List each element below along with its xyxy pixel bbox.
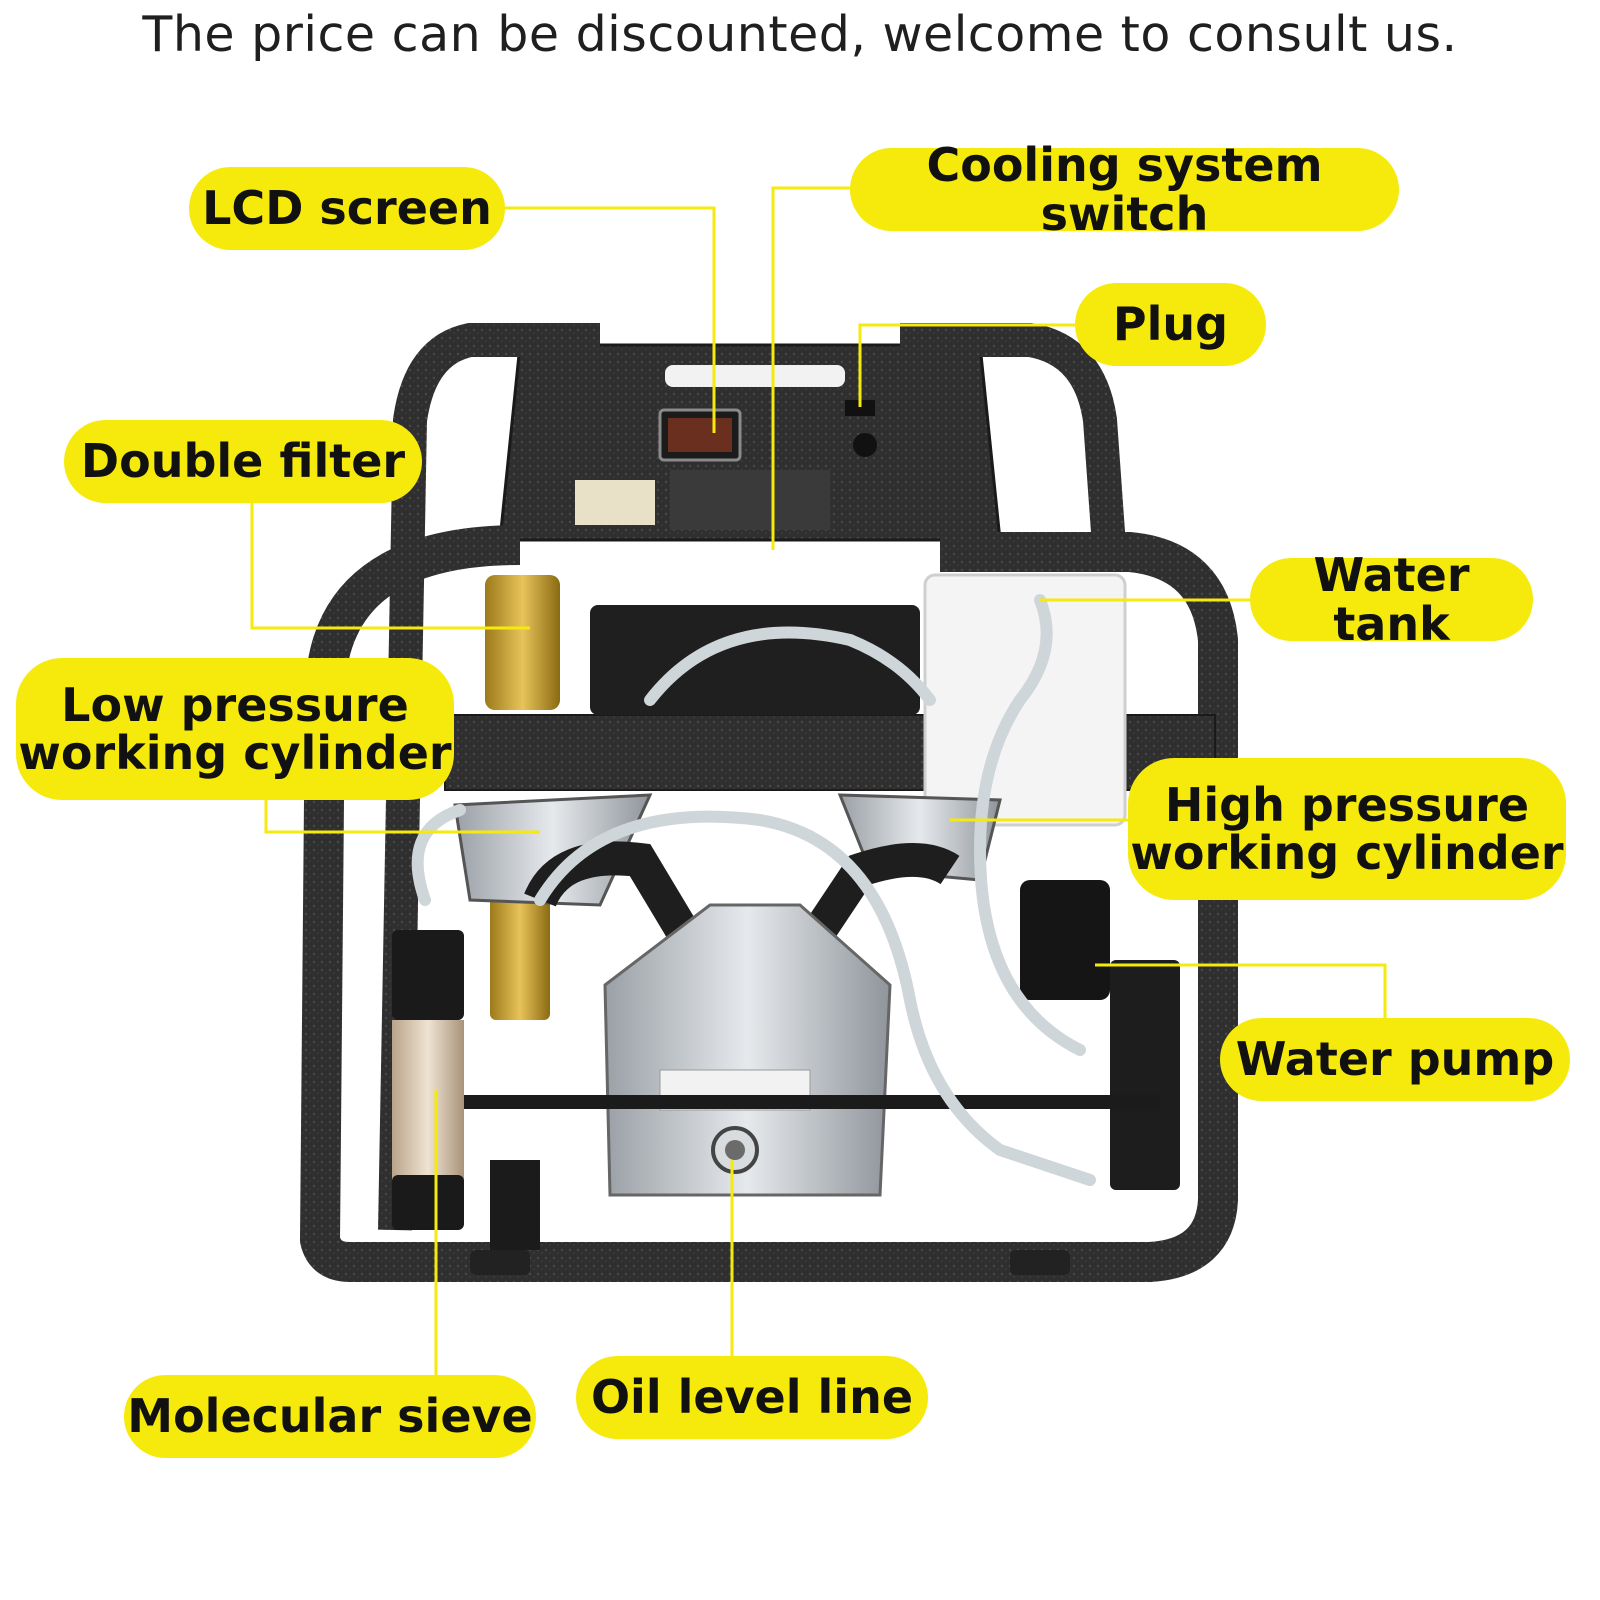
- callout-molecular-sieve: Molecular sieve: [124, 1375, 536, 1458]
- instruction-label: [670, 470, 830, 530]
- leader-plug: [858, 323, 1075, 407]
- frame-arches: [300, 323, 1238, 1282]
- crankcase: [603, 903, 892, 1197]
- rubber-foot-left: [470, 1250, 530, 1275]
- cooling-fan: [1110, 960, 1180, 1190]
- plug-socket: [845, 400, 875, 416]
- callout-plug: Plug: [1075, 283, 1266, 366]
- motor-block: [590, 605, 920, 715]
- rubber-foot-right: [1010, 1250, 1070, 1275]
- brass-pipe: [490, 880, 550, 1020]
- callout-water-tank: Water tank: [1250, 551, 1533, 648]
- callout-lcd-screen: LCD screen: [189, 167, 505, 250]
- leader-lcd: [505, 206, 716, 433]
- coolant-hoses: [411, 594, 1096, 1186]
- handle-slot: [665, 365, 845, 387]
- water-pump-body: [1020, 880, 1110, 1000]
- callout-high-pressure-cylinder: High pressure working cylinder: [1128, 758, 1566, 900]
- callout-low-pressure-cylinder: Low pressure working cylinder: [16, 658, 454, 800]
- leader-cooling: [771, 186, 850, 550]
- top-panel: [498, 343, 1002, 542]
- headline: The price can be discounted, welcome to …: [142, 6, 1458, 63]
- molecular-sieve-cartridge: [392, 930, 464, 1230]
- mount-bracket: [490, 1160, 540, 1250]
- callout-oil-level-line: Oil level line: [576, 1356, 928, 1439]
- leader-filter: [250, 502, 530, 630]
- double-filter-body: [485, 575, 560, 710]
- cylinder-heads: [453, 793, 1002, 970]
- callout-double-filter: Double filter: [64, 420, 422, 503]
- warning-label: [575, 480, 655, 525]
- callout-cooling-system-switch: Cooling system switch: [850, 141, 1399, 238]
- switch-knob: [853, 433, 877, 457]
- callout-water-pump: Water pump: [1220, 1018, 1570, 1101]
- base-deck: [430, 1095, 1160, 1109]
- leader-pump: [1095, 963, 1387, 1018]
